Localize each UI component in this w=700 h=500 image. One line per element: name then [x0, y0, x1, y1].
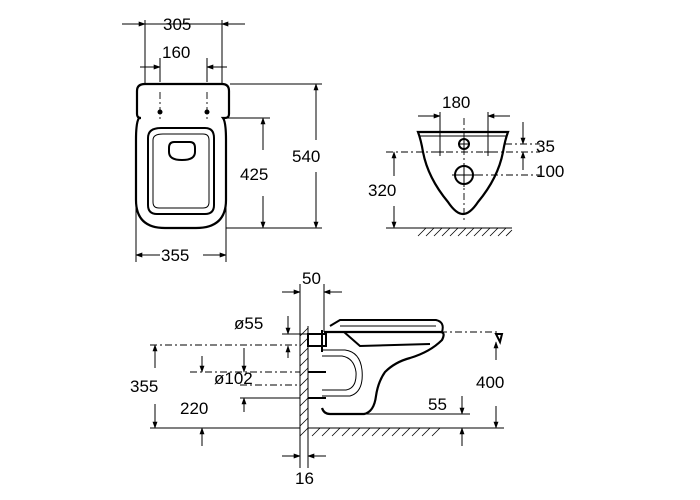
side-view: 50 ø55 ø102 355 220 400 55 — [130, 269, 504, 488]
dim-rear-outlet-offset: 100 — [536, 162, 564, 181]
top-view-flush-opening — [168, 141, 196, 162]
side-floor-hatch — [311, 427, 441, 437]
top-view-seat-inner — [152, 133, 210, 209]
dim-top-width-overall: 305 — [163, 15, 191, 34]
rear-floor-hatch — [417, 227, 513, 237]
dim-top-length-overall: 540 — [292, 147, 320, 166]
dim-side-inlet-diameter: ø55 — [234, 314, 263, 333]
dim-rear-fixing-offset: 35 — [536, 137, 555, 156]
top-view-seat — [147, 127, 215, 215]
dim-side-outlet-diameter: ø102 — [214, 369, 253, 388]
dim-side-base-clearance: 55 — [428, 395, 447, 414]
side-view-floor-mark — [494, 333, 504, 345]
dim-side-outlet-height: 355 — [130, 377, 158, 396]
side-view-seat-lid — [329, 319, 444, 333]
wall-hatch — [299, 327, 309, 437]
dim-side-wall-gap: 50 — [302, 269, 321, 288]
dim-rear-fixing-spacing: 180 — [442, 93, 470, 112]
dim-top-bowl-width: 355 — [161, 246, 189, 265]
top-view-bowl-outline — [134, 82, 231, 230]
dim-rear-fixing-height: 320 — [368, 181, 396, 200]
dim-side-rim-height: 400 — [476, 373, 504, 392]
rear-view-body — [416, 130, 510, 216]
dim-side-wall-thickness: 16 — [295, 469, 314, 488]
side-view-body — [320, 330, 445, 416]
rear-view: 180 35 100 320 — [368, 93, 564, 237]
dim-top-fixing-spacing: 160 — [162, 43, 190, 62]
side-view-inlet — [307, 333, 327, 347]
dim-side-inlet-to-outlet: 220 — [180, 399, 208, 418]
top-view: 305 160 425 540 355 — [122, 15, 322, 265]
dim-top-length-to-bowl: 425 — [240, 165, 268, 184]
